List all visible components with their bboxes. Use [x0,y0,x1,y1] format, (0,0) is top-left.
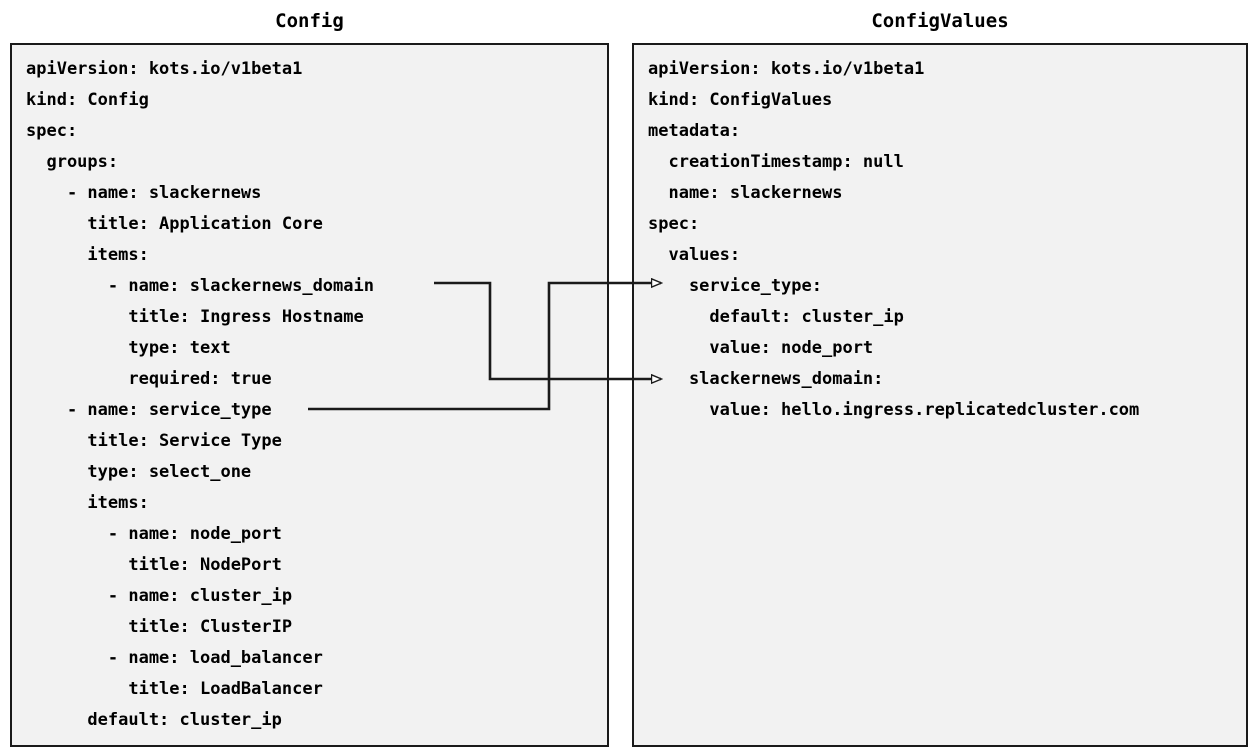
configvalues-yaml-line: values: [648,245,741,265]
config-yaml-line: title: LoadBalancer [26,679,323,699]
configvalues-yaml-line: metadata: [648,121,741,141]
config-panel: apiVersion: kots.io/v1beta1 kind: Config s… [10,43,609,747]
config-yaml-line: title: Service Type [26,431,282,451]
configvalues-yaml-line: creationTimestamp: null [648,152,904,172]
config-yaml-line: - name: slackernews_domain [26,276,374,296]
config-yaml-line: items: [26,245,149,265]
config-yaml-line: default: cluster_ip [26,710,282,730]
config-panel-title: Config [275,10,344,32]
config-yaml-line: title: Application Core [26,214,323,234]
configvalues-yaml-block: apiVersion: kots.io/v1beta1 kind: ConfigV… [634,45,1246,426]
config-yaml-line: type: text [26,338,231,358]
config-yaml-line: - name: slackernews [26,183,262,203]
config-yaml-line: type: select_one [26,462,252,482]
config-yaml-line: - name: service_type [26,400,272,420]
configvalues-panel: apiVersion: kots.io/v1beta1 kind: ConfigV… [632,43,1248,747]
config-yaml-line: spec: [26,121,78,141]
config-yaml-block: apiVersion: kots.io/v1beta1 kind: Config s… [12,45,607,736]
configvalues-yaml-line: kind: ConfigValues [648,90,833,110]
configvalues-yaml-line: spec: [648,214,700,234]
configvalues-yaml-line: value: node_port [648,338,874,358]
configvalues-yaml-line: slackernews_domain: [648,369,884,389]
config-yaml-line: title: NodePort [26,555,282,575]
config-yaml-line: - name: cluster_ip [26,586,293,606]
config-yaml-line: kind: Config [26,90,149,110]
configvalues-yaml-line: name: slackernews [648,183,843,203]
config-yaml-line: apiVersion: kots.io/v1beta1 [26,59,303,79]
config-yaml-line: title: Ingress Hostname [26,307,364,327]
configvalues-yaml-line: default: cluster_ip [648,307,904,327]
configvalues-yaml-line: value: hello.ingress.replicatedcluster.c… [648,400,1140,420]
configvalues-yaml-line: service_type: [648,276,822,296]
config-yaml-line: - name: load_balancer [26,648,323,668]
configvalues-yaml-line: apiVersion: kots.io/v1beta1 [648,59,925,79]
config-yaml-line: required: true [26,369,272,389]
configvalues-panel-title: ConfigValues [871,10,1009,32]
config-yaml-line: title: ClusterIP [26,617,293,637]
config-yaml-line: - name: node_port [26,524,282,544]
config-yaml-line: items: [26,493,149,513]
config-yaml-line: groups: [26,152,119,172]
